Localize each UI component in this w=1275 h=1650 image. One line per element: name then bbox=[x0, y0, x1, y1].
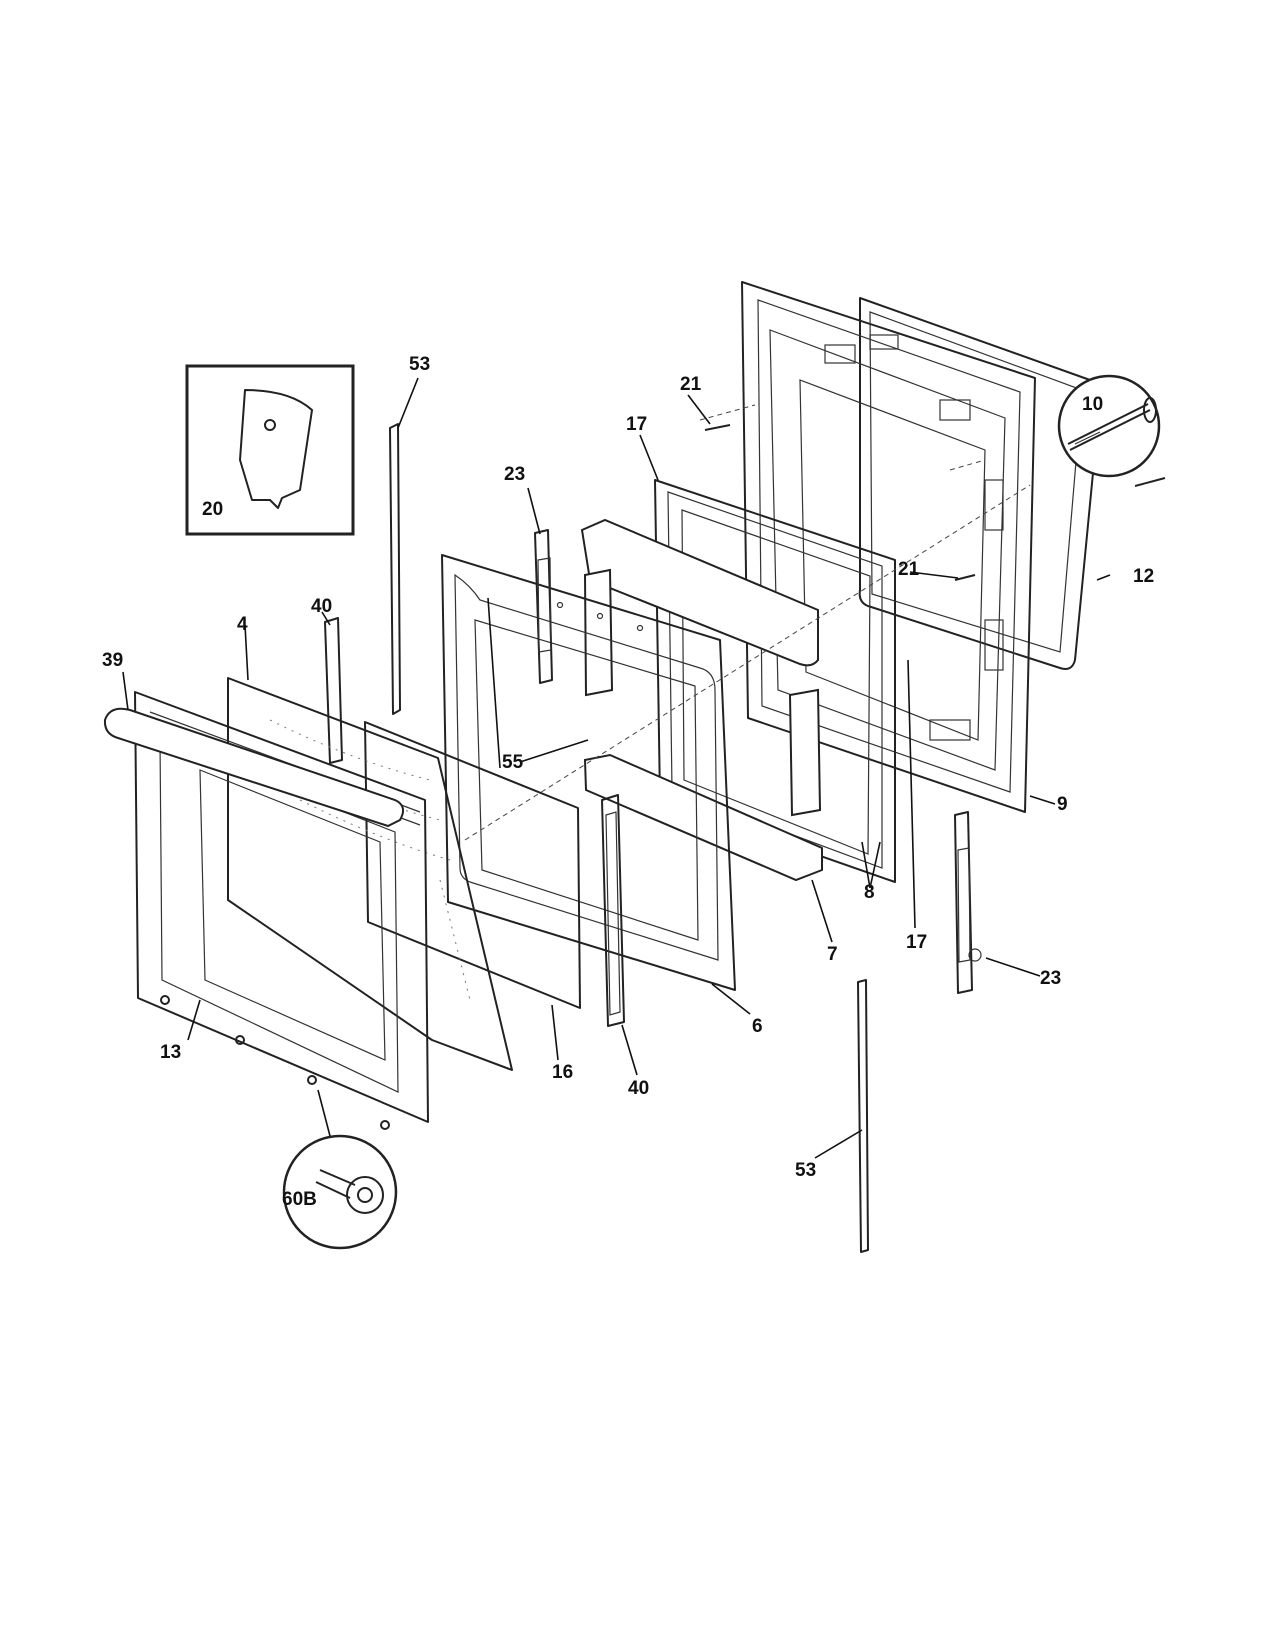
detail-circle-part-60b bbox=[282, 1134, 398, 1250]
callout-53-bot: 53 bbox=[795, 1160, 816, 1181]
callout-53-top: 53 bbox=[409, 354, 430, 375]
callout-6: 6 bbox=[752, 1016, 763, 1037]
callout-16: 16 bbox=[552, 1062, 573, 1083]
pins-21 bbox=[704, 424, 1166, 581]
detail-circle-part-10 bbox=[1057, 374, 1161, 478]
callout-17-top: 17 bbox=[626, 414, 647, 435]
part-40-channel-bottom bbox=[601, 794, 625, 1027]
alignment-lines bbox=[464, 404, 1031, 841]
part-4-glass bbox=[227, 677, 513, 1071]
callout-23-top: 23 bbox=[504, 464, 525, 485]
leader-lines bbox=[122, 377, 1111, 1159]
callout-20: 20 bbox=[202, 499, 223, 520]
part-9-inner-door bbox=[741, 281, 1036, 813]
callout-9: 9 bbox=[1057, 794, 1068, 815]
part-53-trim-bottom bbox=[857, 979, 869, 1253]
callout-21-mid: 21 bbox=[898, 559, 920, 580]
callout-labels: 53 20 21 17 10 23 12 21 4 40 39 55 9 8 1… bbox=[102, 354, 1154, 1210]
callout-13: 13 bbox=[160, 1042, 181, 1063]
part-23-hinge-top bbox=[534, 529, 553, 684]
callout-55: 55 bbox=[502, 752, 524, 773]
part-17-8-window-assembly bbox=[654, 479, 896, 883]
part-6-door-frame bbox=[441, 554, 736, 991]
part-39-handle bbox=[103, 707, 405, 828]
part-40-channel-top bbox=[324, 617, 343, 764]
callout-10: 10 bbox=[1082, 394, 1103, 415]
callout-8: 8 bbox=[864, 882, 875, 903]
callout-7: 7 bbox=[827, 944, 838, 965]
callout-23-bot: 23 bbox=[1040, 968, 1061, 989]
screws bbox=[160, 995, 390, 1130]
callout-4: 4 bbox=[237, 614, 248, 635]
part-16-glass bbox=[364, 721, 581, 1009]
part-53-trim-top bbox=[389, 423, 401, 715]
callout-12: 12 bbox=[1133, 566, 1154, 587]
inset-box-part-20 bbox=[185, 364, 355, 536]
callout-39: 39 bbox=[102, 650, 123, 671]
callout-17-bot: 17 bbox=[906, 932, 927, 953]
callout-40-top: 40 bbox=[311, 596, 332, 617]
part-23-hinge-bottom bbox=[954, 811, 982, 994]
callout-40-bot: 40 bbox=[628, 1078, 649, 1099]
callout-60b: 60B bbox=[282, 1189, 317, 1210]
callout-21-top: 21 bbox=[680, 374, 702, 395]
